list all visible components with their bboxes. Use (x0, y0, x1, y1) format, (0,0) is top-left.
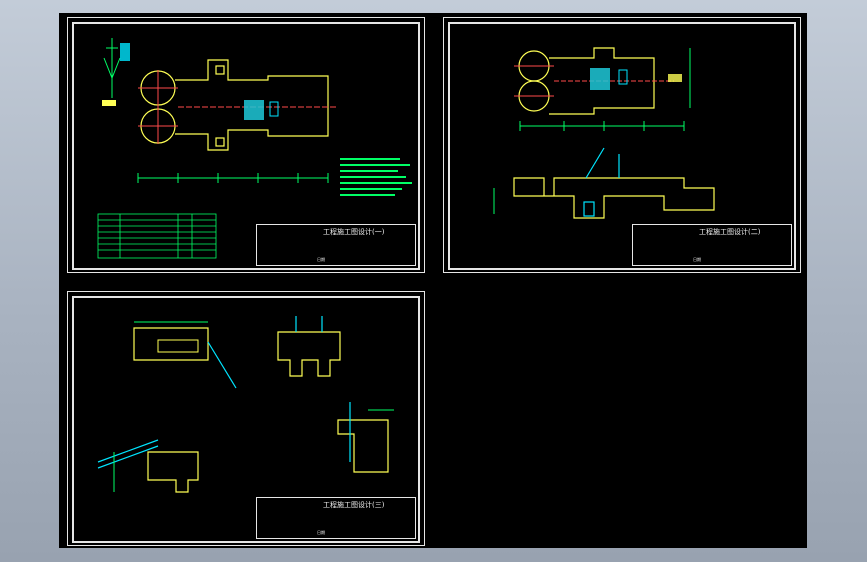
title-block-2: 工程施工图设计(二) 日期 (632, 224, 792, 266)
sheet-3-inner-frame (72, 296, 420, 543)
title-block-1-title: 工程施工图设计(一) (323, 228, 385, 236)
sheet-1-inner-frame (72, 22, 420, 270)
drawing-sheet-2[interactable]: 工程施工图设计(二) 日期 (443, 17, 801, 273)
title-block-1: 工程施工图设计(一) 日期 (256, 224, 416, 266)
title-block-2-title: 工程施工图设计(二) (699, 228, 761, 236)
title-block-2-date: 日期 (693, 257, 701, 262)
sheet-1-drawing (97, 38, 412, 259)
title-block-3: 工程施工图设计(三) 日期 (256, 497, 416, 539)
drawing-sheet-1[interactable]: 工程施工图设计(一) 日期 (67, 17, 425, 273)
sheet-2-inner-frame (448, 22, 796, 270)
title-block-1-date: 日期 (317, 257, 325, 262)
cad-model-space: 工程施工图设计(一) 日期 (59, 13, 807, 548)
drawing-sheet-3[interactable]: 工程施工图设计(三) 日期 (67, 291, 425, 546)
title-block-3-title: 工程施工图设计(三) (323, 501, 385, 509)
title-block-3-date: 日期 (317, 530, 325, 535)
sheet-2-drawing (493, 47, 715, 219)
sheet-3-drawing (97, 316, 394, 493)
